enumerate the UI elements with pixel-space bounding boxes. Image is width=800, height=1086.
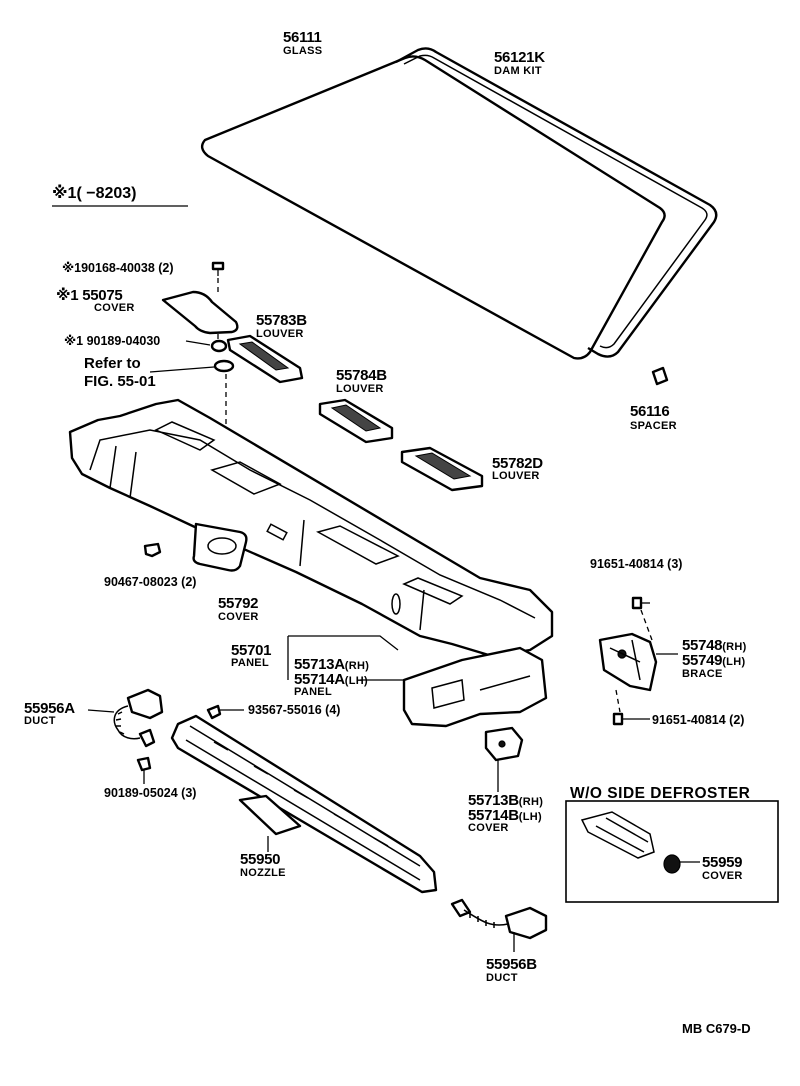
- brace-name: BRACE: [682, 668, 723, 680]
- leader-line: [185, 340, 211, 346]
- brace-55749-number: 55749(LH): [682, 652, 746, 669]
- louver-55782d-name: LOUVER: [492, 470, 540, 482]
- nut-shape: [210, 339, 228, 353]
- bolt-91651-bottom-shape: [612, 689, 650, 726]
- duct-55956b-shape: [450, 898, 548, 940]
- cover-55075-name: COVER: [94, 302, 135, 314]
- louver-55784b-name: LOUVER: [336, 383, 384, 395]
- defroster-box: [565, 800, 779, 903]
- cover-55959-name: COVER: [702, 870, 743, 882]
- cover-55792-shape: [192, 522, 248, 572]
- refer-to-line2: FIG. 55-01: [84, 373, 156, 390]
- panel-55701-name: PANEL: [231, 657, 269, 669]
- screw-190168-label: ※190168-40038 (2): [62, 261, 174, 275]
- louver-55783b-shape: [226, 334, 304, 384]
- duct-55956b-name: DUCT: [486, 972, 518, 984]
- louver-55784b-shape: [318, 398, 394, 444]
- louver-55783b-name: LOUVER: [256, 328, 304, 340]
- refer-to-line1: Refer to: [84, 355, 141, 372]
- brace-shape: [598, 632, 658, 692]
- cover-55713b-number: 55713B(RH): [468, 792, 544, 809]
- cover-55075-shape: [161, 290, 239, 335]
- bolt-91651-top-shape: [631, 596, 653, 641]
- screw-93567-shape: [206, 704, 244, 720]
- clip-90467-label: 90467-08023 (2): [104, 575, 197, 589]
- spacer-number: 56116: [630, 403, 670, 420]
- cover-55792-name: COVER: [218, 611, 259, 623]
- bolt-91651-top-label: 91651-40814 (3): [590, 557, 683, 571]
- nozzle-name: NOZZLE: [240, 867, 286, 879]
- leader-line: [149, 366, 215, 373]
- panel-55713a-number: 55713A(RH): [294, 656, 370, 673]
- bolt-91651-bottom-label: 91651-40814 (2): [652, 713, 745, 727]
- defroster-box-title: W/O SIDE DEFROSTER: [570, 785, 751, 802]
- cover-55713b-name: COVER: [468, 822, 509, 834]
- glass-name: GLASS: [283, 45, 323, 57]
- louver-55782d-shape: [400, 446, 484, 492]
- spacer-name: SPACER: [630, 420, 677, 432]
- louver-55782d-number: 55782D: [492, 455, 543, 472]
- figure-code: MB C679-D: [682, 1021, 751, 1036]
- cover-55792-number: 55792: [218, 595, 259, 612]
- cowl-panel-shape: [68, 398, 554, 658]
- defroster-detail-shape: [580, 811, 700, 874]
- dam-kit-name: DAM KIT: [494, 65, 542, 77]
- louver-55783b-number: 55783B: [256, 312, 307, 329]
- nozzle-shape: [170, 714, 438, 894]
- duct-55956a-name: DUCT: [24, 715, 56, 727]
- nut-90189-04030-label: ※1 90189-04030: [64, 334, 161, 348]
- clip-90467-shape: [143, 542, 162, 558]
- side-panel-shape: [402, 646, 548, 728]
- panel-55714a-number: 55714A(LH): [294, 671, 368, 688]
- nozzle-number: 55950: [240, 851, 281, 868]
- grommet-shape: [213, 359, 235, 373]
- cover-55959-number: 55959: [702, 854, 743, 871]
- spacer-shape: [651, 366, 669, 386]
- clip-90189-05024-label: 90189-05024 (3): [104, 786, 197, 800]
- duct-55956b-number: 55956B: [486, 956, 537, 973]
- louver-55784b-number: 55784B: [336, 367, 387, 384]
- note-period: ※1( −8203): [52, 185, 137, 202]
- duct-55956a-number: 55956A: [24, 700, 75, 717]
- cover-55713b-shape: [484, 726, 524, 762]
- brace-55748-number: 55748(RH): [682, 637, 747, 654]
- panel-leader: [287, 635, 399, 680]
- glass-number: 56111: [283, 29, 322, 46]
- cover-55714b-number: 55714B(LH): [468, 807, 542, 824]
- cover-55075-number: ※1 55075: [56, 287, 123, 304]
- panel-55701-number: 55701: [231, 642, 272, 659]
- clip-90189-shape: [136, 756, 152, 772]
- screw-93567-label: 93567-55016 (4): [248, 703, 341, 717]
- dam-kit-number: 56121K: [494, 49, 545, 66]
- duct-55956a-shape: [113, 688, 164, 748]
- duct-leader: [87, 709, 115, 713]
- panel-55713a-name: PANEL: [294, 686, 332, 698]
- dam-kit-shape: [395, 47, 718, 358]
- screw-190168-shape: [211, 261, 225, 292]
